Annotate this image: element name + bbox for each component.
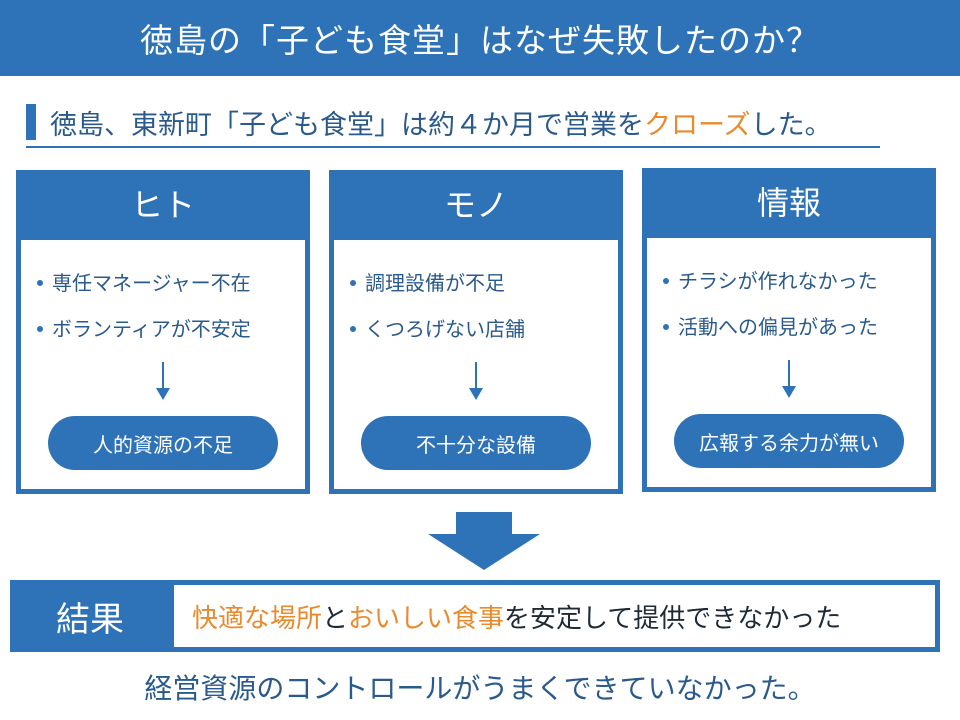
column-heading: ヒト: [130, 186, 195, 224]
title-bar: 徳島の「子ども食堂」はなぜ失敗したのか？: [0, 0, 960, 76]
result-highlight-food: おいしい食事: [348, 603, 505, 634]
list-item: 調理設備が不足: [350, 260, 612, 306]
list-item: チラシが作れなかった: [663, 258, 925, 304]
subtitle-suffix: した。: [750, 109, 832, 141]
list-item-text: チラシが作れなかった: [678, 269, 878, 293]
column-body: チラシが作れなかった 活動への偏見があった 広報する余力が無い: [647, 238, 931, 487]
down-arrow-icon: [156, 362, 170, 400]
down-arrow-icon: [782, 360, 796, 398]
page-title: 徳島の「子ども食堂」はなぜ失敗したのか？: [140, 21, 820, 60]
subtitle-accent-bar: [26, 104, 36, 140]
column-result-pill: 不十分な設備: [361, 416, 591, 470]
column-result-pill: 人的資源の不足: [48, 416, 278, 470]
bullet-icon: [663, 278, 669, 284]
list-item-text: 調理設備が不足: [365, 271, 505, 295]
column-list: チラシが作れなかった 活動への偏見があった: [663, 258, 925, 350]
result-label: 結果: [56, 599, 124, 640]
list-item: ボランティアが不安定: [37, 306, 299, 352]
column-heading: モノ: [443, 186, 508, 224]
footer-conclusion: 経営資源のコントロールがうまくできていなかった。: [144, 672, 816, 705]
bullet-icon: [37, 326, 43, 332]
list-item-text: ボランティアが不安定: [52, 317, 251, 341]
subtitle-underline: [26, 146, 880, 148]
column-body: 専任マネージャー不在 ボランティアが不安定 人的資源の不足: [21, 240, 305, 489]
subtitle: 徳島、東新町「子ども食堂」は約４か月で営業をクローズした。: [26, 102, 832, 142]
list-item: 活動への偏見があった: [663, 304, 925, 350]
result-highlight-place: 快適な場所: [192, 603, 323, 634]
result-connector: と: [322, 603, 349, 634]
subtitle-highlight: クローズ: [644, 109, 751, 141]
big-down-arrow-icon: [428, 512, 540, 570]
list-item: くつろげない店舗: [350, 306, 612, 352]
column-list: 調理設備が不足 くつろげない店舗: [350, 260, 612, 352]
column-mono: モノ 調理設備が不足 くつろげない店舗 不十分な設備: [329, 170, 623, 494]
list-item-text: くつろげない店舗: [365, 317, 525, 341]
bullet-icon: [37, 280, 43, 286]
column-body: 調理設備が不足 くつろげない店舗 不十分な設備: [334, 240, 618, 489]
down-arrow-icon: [469, 362, 483, 400]
result-text-box: 快適な場所とおいしい食事を安定して提供できなかった: [174, 585, 935, 647]
column-list: 専任マネージャー不在 ボランティアが不安定: [37, 260, 299, 352]
bullet-icon: [663, 324, 669, 330]
bullet-icon: [350, 280, 356, 286]
result-panel: 結果 快適な場所とおいしい食事を安定して提供できなかった: [10, 580, 940, 652]
list-item-text: 専任マネージャー不在: [52, 271, 251, 295]
bullet-icon: [350, 326, 356, 332]
column-hito: ヒト 専任マネージャー不在 ボランティアが不安定 人的資源の不足: [16, 170, 310, 494]
column-heading: 情報: [756, 184, 821, 222]
column-result-pill: 広報する余力が無い: [674, 414, 904, 468]
result-tail: を安定して提供できなかった: [504, 603, 842, 634]
list-item-text: 活動への偏見があった: [678, 315, 878, 339]
column-joho: 情報 チラシが作れなかった 活動への偏見があった 広報する余力が無い: [642, 168, 936, 492]
subtitle-prefix: 徳島、東新町「子ども食堂」は約４か月で営業を: [50, 109, 644, 141]
list-item: 専任マネージャー不在: [37, 260, 299, 306]
